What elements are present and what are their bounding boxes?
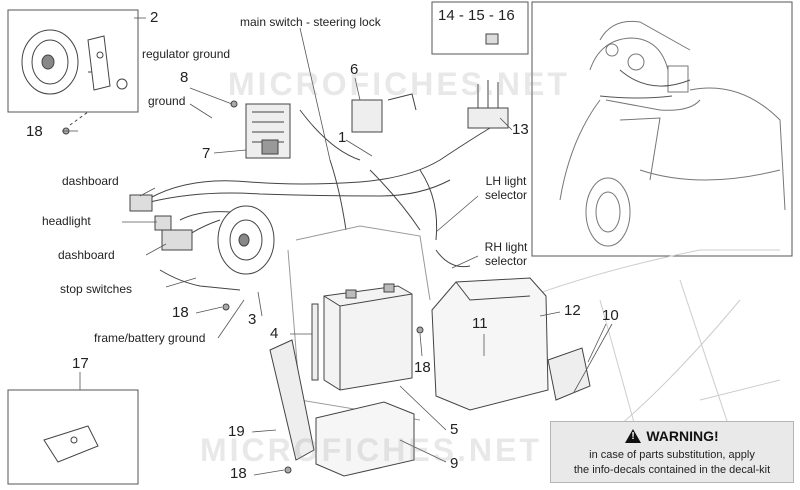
horn-inset-frame xyxy=(7,9,139,113)
label-frame-battery-ground: frame/battery ground xyxy=(94,331,206,345)
label-regulator-ground: regulator ground xyxy=(142,47,231,61)
label-lh-light-selector: LH light selector xyxy=(484,174,528,202)
part-number-18-top: 18 xyxy=(26,123,43,140)
part-number-13: 13 xyxy=(512,121,529,138)
part-number-7: 7 xyxy=(202,145,211,162)
label-ground: ground xyxy=(148,94,186,108)
warning-line-1: in case of parts substitution, apply xyxy=(589,449,755,461)
label-headlight: headlight xyxy=(42,214,91,228)
scooter-inset-frame xyxy=(531,1,793,257)
warning-title: WARNING! xyxy=(551,427,793,444)
part-number-18-right: 18 xyxy=(414,359,431,376)
battery-icon xyxy=(323,283,413,391)
part-number-9: 9 xyxy=(450,455,459,472)
part-number-17: 17 xyxy=(72,355,89,372)
dashboard-connector-top xyxy=(129,194,153,212)
screw-18d xyxy=(284,466,292,474)
label-stop-switches: stop switches xyxy=(60,282,133,296)
rod-icon xyxy=(311,303,319,381)
battery-cover-icon xyxy=(431,277,549,411)
warning-line-2: the info-decals contained in the decal-k… xyxy=(573,464,771,476)
control-unit-icon xyxy=(547,347,591,401)
part-number-19: 19 xyxy=(228,423,245,440)
screw-18b xyxy=(222,303,230,311)
part-number-11: 11 xyxy=(472,315,488,332)
screw-18c xyxy=(416,326,424,334)
horn-icon xyxy=(21,29,79,95)
label-dashboard-top: dashboard xyxy=(62,174,119,188)
label-main-switch: main switch - steering lock xyxy=(240,15,381,29)
warning-box: WARNING! in case of parts substitution, … xyxy=(550,421,794,483)
clip-inset-frame xyxy=(7,389,139,485)
connector-13-icon xyxy=(467,107,509,129)
label-fuse-set: 14 - 15 - 16 xyxy=(438,7,515,24)
part-number-3: 3 xyxy=(248,311,257,328)
warning-triangle-icon xyxy=(625,429,642,443)
relay-icon xyxy=(351,99,383,133)
fuse-inset-frame xyxy=(431,1,529,55)
part-number-18-bottom: 18 xyxy=(230,465,247,482)
part-number-10: 10 xyxy=(602,307,619,324)
bracket-icon xyxy=(269,339,315,461)
part-number-1: 1 xyxy=(338,129,347,146)
dashboard-connector-bottom xyxy=(161,229,193,251)
part-number-12: 12 xyxy=(564,302,581,319)
part-number-8: 8 xyxy=(180,69,189,86)
label-dashboard-bottom: dashboard xyxy=(58,248,115,262)
headlight-connector xyxy=(154,215,172,231)
scooter-outline xyxy=(559,20,786,247)
part-number-2: 2 xyxy=(150,9,159,26)
horn-main-icon xyxy=(217,205,275,275)
watermark-top: MICROFICHES.NET xyxy=(228,66,570,102)
battery-tray-icon xyxy=(315,401,415,477)
label-rh-light-selector: RH light selector xyxy=(484,240,528,268)
wiring-harness xyxy=(149,109,491,291)
part-number-5: 5 xyxy=(450,421,459,438)
battery-box-outline xyxy=(295,225,431,301)
fuse-icon xyxy=(485,33,499,45)
part-number-6: 6 xyxy=(350,61,359,78)
part-number-4: 4 xyxy=(270,325,279,342)
watermark-bottom: MICROFICHES.NET xyxy=(200,432,542,468)
warning-title-text: WARNING! xyxy=(646,428,719,444)
part-number-18-mid: 18 xyxy=(172,304,189,321)
clip-icon xyxy=(43,425,99,463)
